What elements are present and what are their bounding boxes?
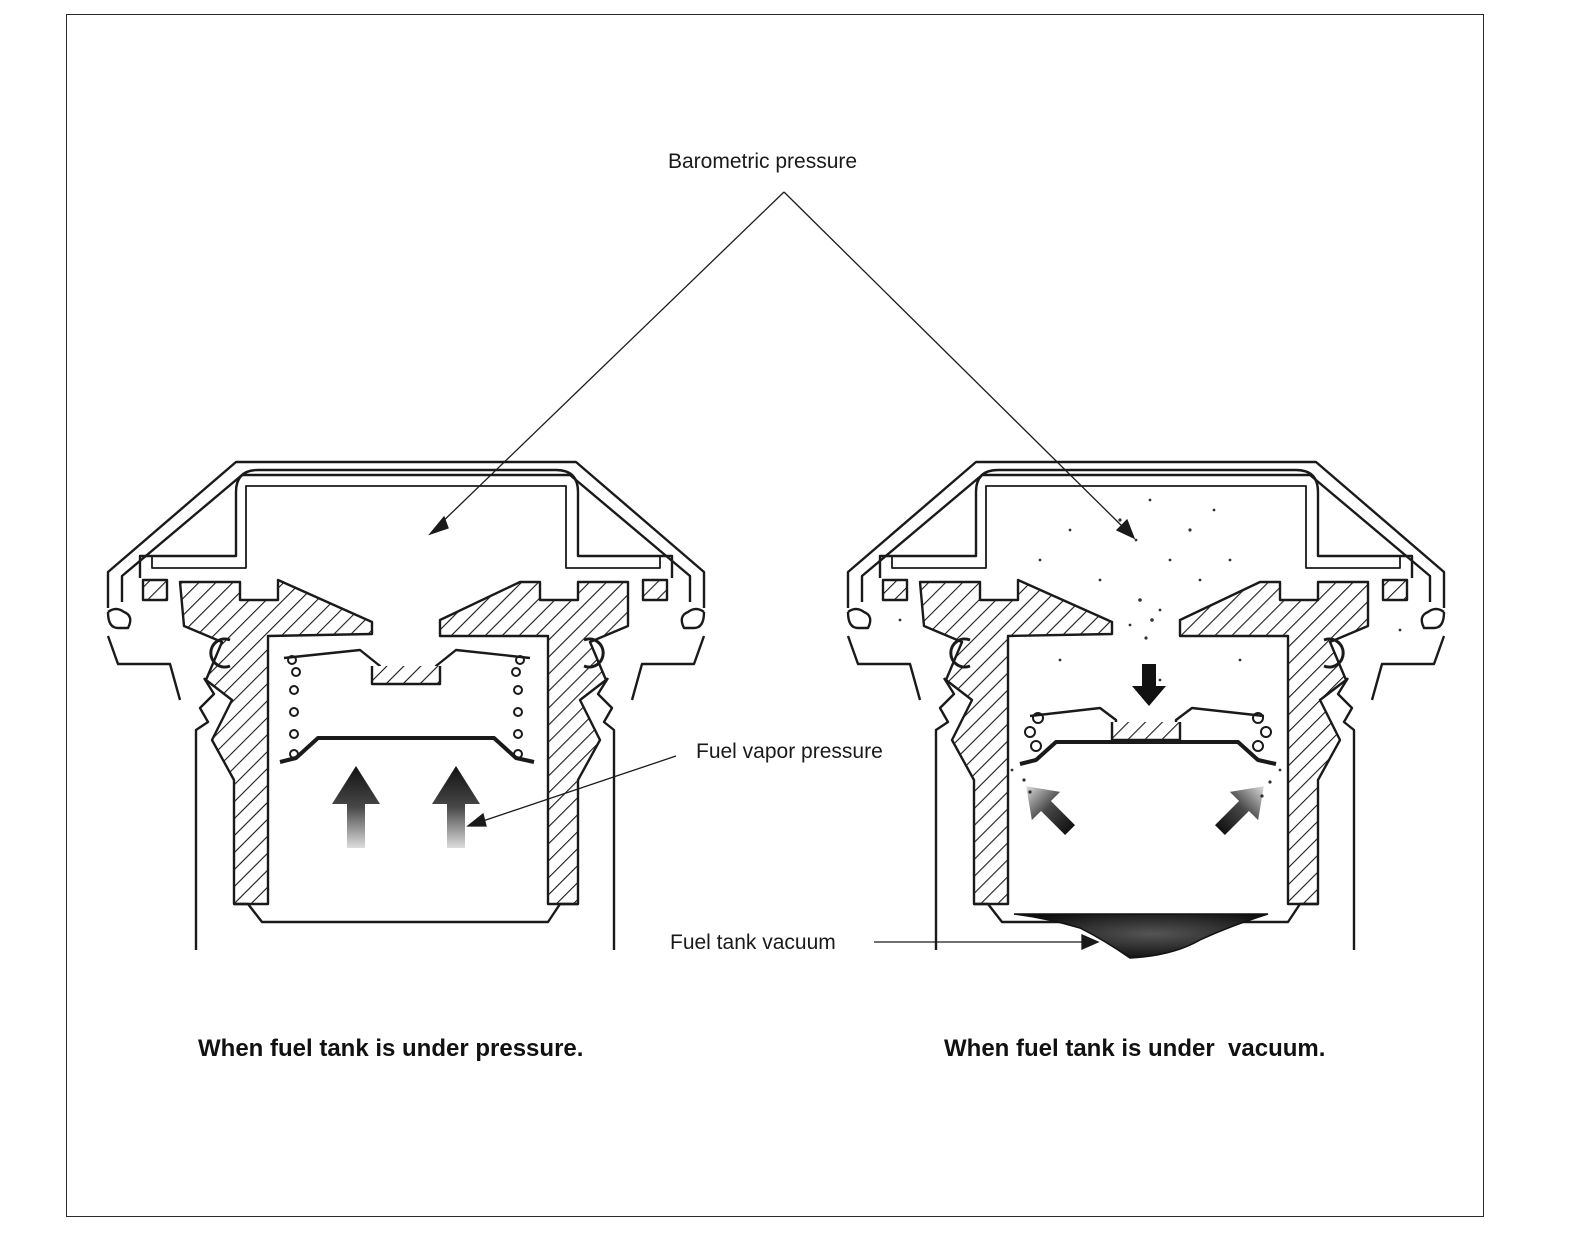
vapor-arrow-icon xyxy=(432,766,480,848)
fuel-tank-vacuum-label: Fuel tank vacuum xyxy=(670,931,836,954)
left-fuel-cap xyxy=(106,460,706,950)
leader-lines xyxy=(428,191,1136,950)
barometric-pressure-label: Barometric pressure xyxy=(668,150,858,173)
diagonal-arrow-icon xyxy=(1215,786,1264,835)
fuel-vapor-pressure-label: Fuel vapor pressure xyxy=(696,740,883,763)
down-arrow-icon xyxy=(1132,664,1166,706)
right-fuel-cap xyxy=(846,460,1446,950)
air-flow-dots xyxy=(898,498,1402,798)
caption-pressure: When fuel tank is under pressure. xyxy=(198,1035,584,1062)
diagram-frame xyxy=(66,14,1484,1217)
caption-vacuum: When fuel tank is under vacuum. xyxy=(944,1035,1326,1062)
vapor-arrow-icon xyxy=(332,766,380,848)
diagonal-arrow-icon xyxy=(1026,786,1075,835)
vacuum-shape xyxy=(1013,913,1269,959)
